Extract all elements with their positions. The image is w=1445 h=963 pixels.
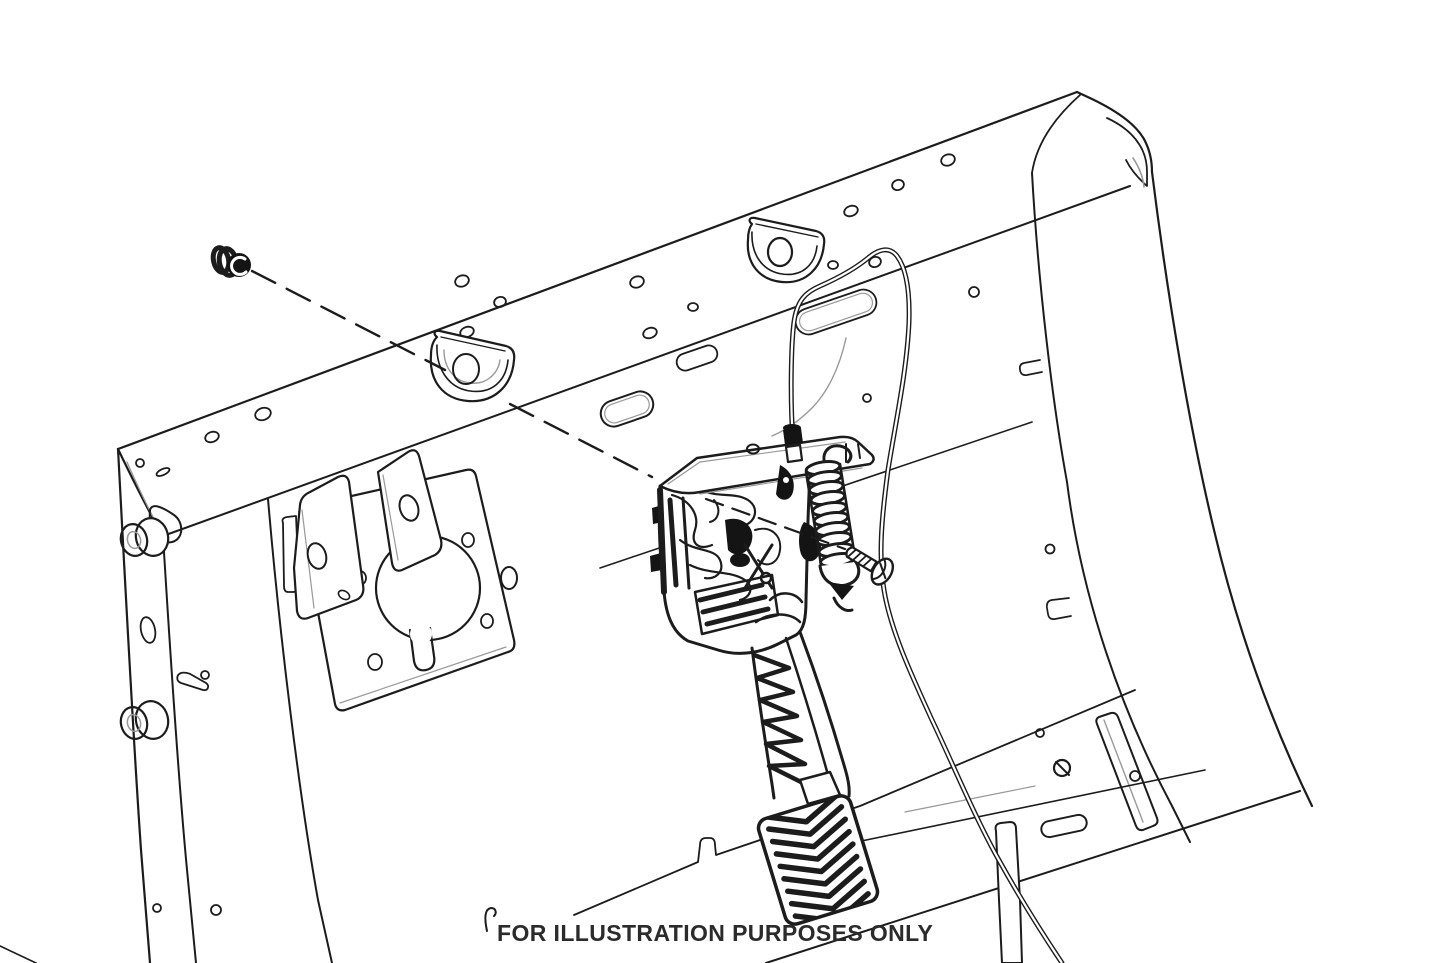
pedal-arm bbox=[750, 630, 851, 806]
panel-holes bbox=[135, 153, 1141, 916]
lower-mounting-bolt bbox=[845, 546, 895, 586]
pedal-housing bbox=[650, 466, 822, 655]
teardrop-mount-boss-right bbox=[746, 216, 826, 284]
sill-obround-slot bbox=[1040, 813, 1088, 839]
teardrop-mount-boss-left bbox=[429, 329, 516, 403]
caption-text: FOR ILLUSTRATION PURPOSES ONLY bbox=[497, 920, 934, 946]
upper-bolt-leader bbox=[250, 269, 654, 479]
caption-curl-mark bbox=[484, 907, 497, 932]
left-frame-rail bbox=[116, 447, 333, 963]
sill-screw bbox=[1052, 758, 1072, 778]
right-panel-edge bbox=[1018, 170, 1314, 843]
grommet-lower bbox=[119, 700, 170, 740]
grommet-upper bbox=[119, 517, 170, 557]
lower-bolt-leader bbox=[704, 497, 847, 551]
pedal-pad bbox=[756, 793, 880, 926]
bracket-wing-left bbox=[292, 474, 365, 620]
panel-slots bbox=[599, 288, 878, 428]
upper-mounting-bolt bbox=[210, 245, 251, 278]
bracket-wing-right bbox=[376, 449, 443, 572]
bulkhead-panel bbox=[116, 90, 1154, 569]
throttle-cable bbox=[788, 247, 1065, 963]
accelerator-pedal-assembly bbox=[650, 424, 875, 806]
cable-end-connector bbox=[776, 424, 804, 500]
floor-sill bbox=[0, 689, 1301, 963]
pedal-mounting-bracket bbox=[281, 449, 518, 712]
